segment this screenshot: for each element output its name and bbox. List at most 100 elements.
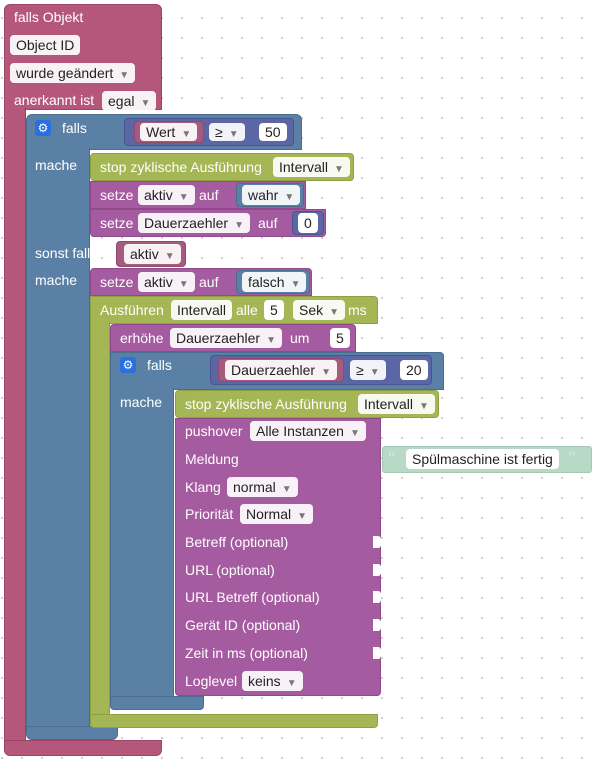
url-input-socket[interactable] bbox=[373, 564, 381, 576]
number-text-0: 0 bbox=[304, 215, 312, 231]
stop-interval-label-2: stop zyklische Ausführung bbox=[185, 396, 347, 412]
stop-interval-value-1: Intervall bbox=[279, 159, 329, 175]
inc-label: erhöhe bbox=[120, 330, 164, 346]
zeit-input-socket[interactable] bbox=[373, 647, 381, 659]
chevron-down-icon: ▼ bbox=[321, 367, 331, 378]
loglevel-value: keins bbox=[248, 673, 281, 689]
elseif-mache-label: mache bbox=[35, 272, 78, 288]
compare-op-dropdown-2[interactable]: ≥▼ bbox=[350, 360, 386, 380]
prio-value: Normal bbox=[246, 506, 292, 522]
bool-dropdown-wahr[interactable]: wahr ▼ bbox=[242, 185, 301, 205]
chevron-down-icon: ▼ bbox=[266, 335, 276, 346]
number-text: 50 bbox=[265, 124, 281, 140]
chevron-down-icon: ▼ bbox=[284, 192, 295, 203]
chevron-down-icon: ▼ bbox=[369, 367, 380, 378]
changed-text: wurde geändert bbox=[16, 65, 114, 81]
elseif-var-dropdown[interactable]: aktiv ▼ bbox=[124, 244, 181, 264]
compare-op-dropdown-1[interactable]: ≥▼ bbox=[209, 123, 245, 141]
if2-falls-label: falls bbox=[147, 357, 172, 373]
chevron-down-icon: ▼ bbox=[164, 251, 175, 262]
set3-var-dropdown[interactable]: aktiv▼ bbox=[138, 272, 195, 292]
pushover-loglevel-label: Loglevel bbox=[185, 673, 238, 689]
inc-var-text: Dauerzaehler bbox=[176, 330, 261, 346]
object-id-field[interactable]: Object ID bbox=[10, 35, 81, 55]
interval-name-field[interactable]: Intervall bbox=[171, 300, 233, 320]
set2-var-dropdown[interactable]: Dauerzaehler▼ bbox=[138, 213, 250, 233]
trigger-block-bottom bbox=[4, 740, 162, 756]
inc-num-field[interactable]: 5 bbox=[330, 328, 350, 348]
pushover-prio-label: Priorität bbox=[185, 506, 234, 522]
number-field-0[interactable]: 0 bbox=[298, 213, 318, 233]
number-field-20[interactable]: 20 bbox=[400, 360, 428, 380]
betreff-input-socket[interactable] bbox=[373, 536, 381, 548]
chevron-down-icon: ▼ bbox=[297, 511, 308, 522]
set3-var-text: aktiv bbox=[144, 274, 173, 290]
ack-label: anerkannt ist bbox=[14, 92, 95, 108]
pushover-meldung-label: Meldung bbox=[185, 451, 239, 467]
set2-setze: setze bbox=[100, 215, 134, 231]
wert-dropdown[interactable]: Wert▼ bbox=[140, 123, 198, 141]
url-betreff-input-socket[interactable] bbox=[373, 591, 381, 603]
number-text-20: 20 bbox=[406, 362, 422, 378]
gear-icon[interactable]: ⚙ bbox=[120, 357, 136, 373]
pushover-geraet-label: Gerät ID (optional) bbox=[185, 617, 301, 633]
bool-text-falsch: falsch bbox=[248, 274, 285, 290]
message-text: Spülmaschine ist fertig bbox=[412, 451, 553, 467]
chevron-down-icon: ▼ bbox=[349, 428, 360, 439]
inc-var-dropdown[interactable]: Dauerzaehler ▼ bbox=[170, 328, 282, 348]
chevron-down-icon: ▼ bbox=[178, 192, 189, 203]
chevron-down-icon: ▼ bbox=[228, 129, 239, 140]
stop-interval-value-2: Intervall bbox=[364, 396, 414, 412]
number-field-50[interactable]: 50 bbox=[259, 123, 287, 141]
interval-block-spine bbox=[90, 322, 110, 718]
klang-value: normal bbox=[233, 479, 276, 495]
interval-unit-dropdown[interactable]: Sek▼ bbox=[293, 300, 346, 320]
inc-num-text: 5 bbox=[336, 330, 344, 346]
chevron-down-icon: ▼ bbox=[290, 279, 301, 290]
bool-dropdown-falsch[interactable]: falsch ▼ bbox=[242, 272, 307, 292]
stop-interval-dropdown-2[interactable]: Intervall ▼ bbox=[358, 394, 435, 414]
message-text-field[interactable]: Spülmaschine ist fertig bbox=[406, 449, 559, 469]
interval-name-text: Intervall bbox=[177, 302, 227, 318]
elseif-label: sonst falls bbox=[35, 245, 98, 261]
stop-interval-dropdown-1[interactable]: Intervall▼ bbox=[273, 157, 350, 177]
set3-auf: auf bbox=[199, 274, 219, 290]
changed-dropdown[interactable]: wurde geändert▼ bbox=[10, 63, 136, 83]
pushover-url-label: URL (optional) bbox=[185, 562, 275, 578]
chevron-down-icon: ▼ bbox=[140, 98, 151, 109]
interval-num-text: 5 bbox=[270, 302, 278, 318]
if1-mache-label: mache bbox=[35, 157, 78, 173]
chevron-down-icon: ▼ bbox=[234, 220, 244, 231]
quote-close-icon: ” bbox=[568, 447, 576, 472]
chevron-down-icon: ▼ bbox=[419, 401, 429, 412]
ack-dropdown[interactable]: egal▼ bbox=[102, 91, 157, 111]
pushover-url-betreff-label: URL Betreff (optional) bbox=[185, 589, 320, 605]
interval-alle: alle bbox=[236, 302, 258, 318]
if2-var-text: Dauerzaehler bbox=[231, 362, 316, 378]
compare-op-text-2: ≥ bbox=[356, 362, 364, 378]
interval-num-field[interactable]: 5 bbox=[264, 300, 284, 320]
bool-text-wahr: wahr bbox=[248, 187, 279, 203]
quote-open-icon: “ bbox=[388, 447, 396, 472]
prio-dropdown[interactable]: Normal ▼ bbox=[240, 504, 314, 524]
gear-icon[interactable]: ⚙ bbox=[35, 120, 51, 136]
set3-setze: setze bbox=[100, 274, 134, 290]
if-block-2-spine bbox=[110, 388, 174, 700]
trigger-block-spine bbox=[4, 108, 26, 748]
if1-falls-label: falls bbox=[62, 120, 87, 136]
set1-var-dropdown[interactable]: aktiv ▼ bbox=[138, 185, 195, 205]
elseif-var-text: aktiv bbox=[130, 246, 159, 262]
pushover-zeit-label: Zeit in ms (optional) bbox=[185, 645, 308, 661]
loglevel-dropdown[interactable]: keins ▼ bbox=[242, 671, 303, 691]
pushover-block[interactable] bbox=[175, 418, 381, 696]
set1-var-text: aktiv bbox=[144, 187, 173, 203]
pushover-instance-dropdown[interactable]: Alle Instanzen▼ bbox=[250, 421, 366, 441]
interval-label: Ausführen bbox=[100, 302, 164, 318]
pushover-label: pushover bbox=[185, 423, 243, 439]
chevron-down-icon: ▼ bbox=[286, 678, 297, 689]
geraet-input-socket[interactable] bbox=[373, 619, 381, 631]
inc-um: um bbox=[290, 330, 310, 346]
klang-dropdown[interactable]: normal▼ bbox=[227, 477, 298, 497]
chevron-down-icon: ▼ bbox=[181, 129, 192, 140]
if2-var-dropdown[interactable]: Dauerzaehler ▼ bbox=[225, 360, 337, 380]
